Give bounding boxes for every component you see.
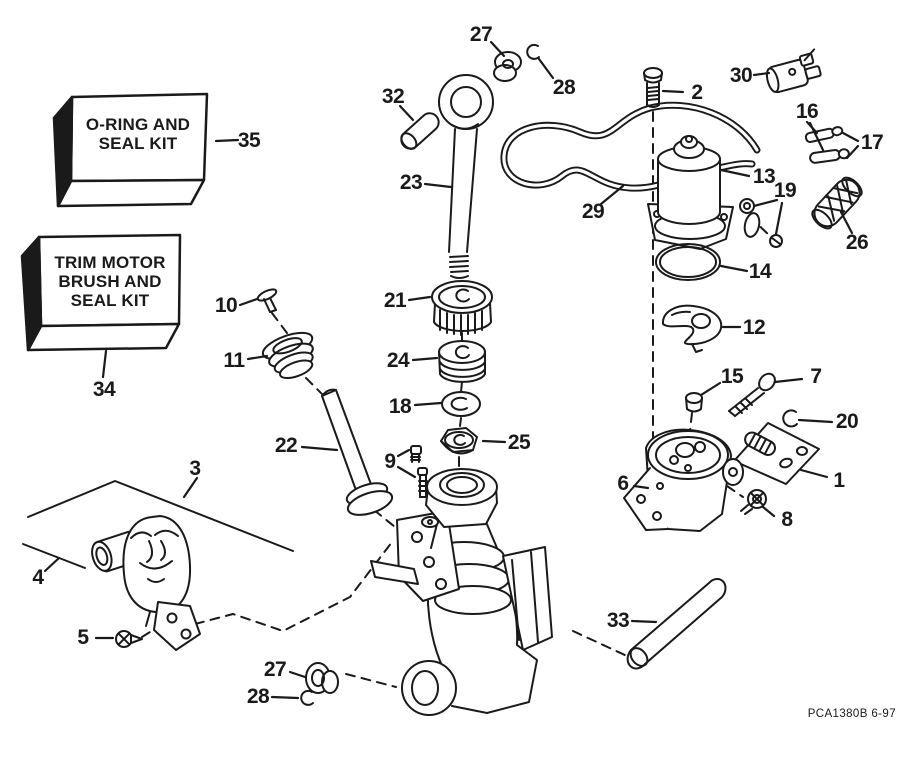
callout-21: 21: [383, 289, 407, 312]
trim-kit-label: TRIM MOTOR BRUSH AND SEAL KIT: [40, 253, 180, 310]
part-14-o-ring: [655, 243, 721, 281]
callout-27-bottom: 27: [263, 658, 287, 681]
part-9-screws: [410, 445, 428, 498]
part-6-manifold: [623, 428, 744, 532]
callout-7: 7: [810, 365, 822, 388]
part-13-trim-motor: [647, 135, 734, 250]
callout-1: 1: [833, 469, 845, 492]
callout-15: 15: [720, 365, 744, 388]
part-1-valve-plate: [733, 422, 820, 485]
callout-19: 19: [773, 179, 797, 202]
callout-2: 2: [691, 81, 703, 104]
reservoir-cover: [122, 515, 201, 651]
oring-kit-line1: O-RING AND: [85, 115, 191, 134]
trim-kit-line3: SEAL KIT: [70, 291, 150, 310]
callout-9: 9: [384, 450, 396, 473]
part-10-screw: [256, 288, 278, 313]
callout-35: 35: [237, 129, 261, 152]
callout-5: 5: [77, 626, 89, 649]
part-2-bolt: [643, 67, 663, 108]
callout-27-top: 27: [469, 23, 493, 46]
callout-11: 11: [223, 349, 245, 372]
plate-code: PCA1380B 6-97: [807, 708, 896, 720]
part-27-bottom-bushing: [305, 662, 339, 694]
part-12-cover: [661, 304, 723, 353]
part-21-reservoir-cap: [431, 280, 493, 336]
part-8-screw: [740, 489, 767, 515]
callout-22: 22: [274, 434, 298, 457]
part-30-connector: [765, 48, 822, 94]
part-26-hose: [811, 176, 863, 230]
part-28-bottom-snap-ring: [300, 689, 314, 706]
callout-17: 17: [860, 131, 884, 154]
trim-kit-line1: TRIM MOTOR: [54, 253, 166, 272]
part-27-top-bushing: [493, 51, 522, 82]
callout-18: 18: [388, 395, 412, 418]
callout-14: 14: [748, 260, 772, 283]
callout-6: 6: [617, 472, 629, 495]
callout-25: 25: [507, 431, 531, 454]
callout-33: 33: [606, 609, 630, 632]
part-25-nut: [440, 427, 478, 455]
part-7-bolt: [728, 372, 776, 417]
part-5-screw: [115, 630, 143, 648]
callout-24: 24: [386, 349, 410, 372]
part-28-top-snap-ring: [526, 43, 540, 60]
callout-10: 10: [214, 294, 238, 317]
callout-8: 8: [781, 508, 793, 531]
leader-lines: [43, 40, 860, 700]
callout-20: 20: [835, 410, 859, 433]
part-18-washer: [441, 391, 481, 417]
part-11-seal-housing: [261, 331, 314, 380]
part-20-snap-ring: [782, 409, 798, 428]
callout-13: 13: [752, 165, 776, 188]
part-22-shaft: [321, 388, 394, 516]
callout-16: 16: [795, 100, 819, 123]
callout-29: 29: [581, 200, 605, 223]
oring-kit-label: O-RING AND SEAL KIT: [70, 115, 206, 153]
part-19-lever: [739, 198, 783, 248]
callout-12: 12: [742, 316, 766, 339]
callout-34: 34: [92, 378, 116, 401]
callout-4: 4: [32, 566, 44, 589]
trim-kit-line2: BRUSH AND: [58, 272, 162, 291]
part-3-reservoir-plate: [22, 480, 294, 569]
part-15-plug: [685, 392, 703, 413]
part-32-pin: [400, 112, 440, 150]
kit-box-34: [20, 233, 182, 352]
oring-kit-line2: SEAL KIT: [98, 134, 178, 153]
callout-3: 3: [189, 457, 201, 480]
callout-26: 26: [845, 231, 869, 254]
main-cylinder-body: [370, 468, 553, 716]
callout-23: 23: [399, 171, 423, 194]
part-33-rod: [626, 578, 727, 670]
part-16-17-terminals: [804, 126, 850, 164]
callout-32: 32: [381, 85, 405, 108]
callout-28-bottom: 28: [246, 685, 270, 708]
callout-28-top: 28: [552, 76, 576, 99]
callout-30: 30: [729, 64, 753, 87]
kit-box-35: [52, 92, 209, 208]
part-23-tilt-rod: [438, 74, 494, 279]
part-24-spool: [438, 340, 486, 383]
